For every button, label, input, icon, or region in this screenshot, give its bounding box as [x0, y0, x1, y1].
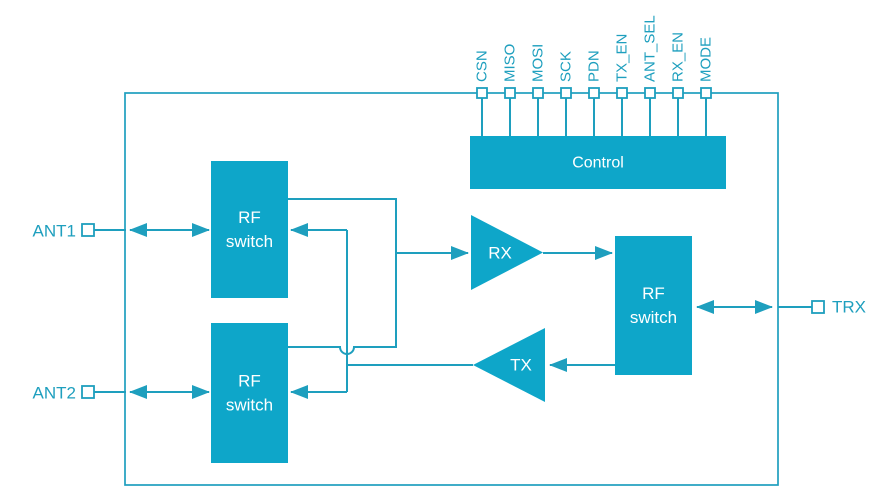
pin-label-csn: CSN: [474, 50, 491, 82]
ant1-pin: [81, 223, 95, 237]
pin-label-sck: SCK: [558, 51, 575, 82]
control-pin-squares: [476, 87, 712, 99]
pin-label-ant-sel: ANT_SEL: [642, 15, 659, 82]
rx-amplifier-triangle: [471, 215, 543, 290]
rf-switch-trx-label-line2: switch: [630, 308, 677, 327]
pin-label-mode: MODE: [698, 37, 715, 82]
pin-sck: [560, 87, 572, 99]
pin-pdn: [588, 87, 600, 99]
trx-pin: [811, 300, 825, 314]
control-pin-labels: CSN MISO MOSI SCK PDN TX_EN ANT_SEL RX_E…: [474, 15, 715, 82]
ant1-label: ANT1: [33, 222, 76, 241]
control-block-label: Control: [572, 155, 624, 172]
pin-miso: [504, 87, 516, 99]
rf-switch-ant1-block: [211, 161, 288, 298]
rx-amplifier-label: RX: [488, 244, 512, 263]
pin-tx-en: [616, 87, 628, 99]
pin-mosi: [532, 87, 544, 99]
chip-boundary: [124, 92, 779, 486]
rf-switch-ant1-label-line1: RF: [238, 208, 261, 227]
wire-switch1-switch2-interconnect: [288, 198, 397, 355]
trx-label: TRX: [832, 298, 866, 317]
rf-switch-trx-block: [615, 236, 692, 375]
pin-label-miso: MISO: [502, 44, 519, 82]
pin-ant-sel: [644, 87, 656, 99]
tx-amplifier-triangle: [473, 328, 545, 402]
pin-csn: [476, 87, 488, 99]
rf-switch-ant2-label-line2: switch: [226, 396, 273, 415]
pin-label-rx-en: RX_EN: [670, 32, 687, 82]
rf-switch-ant2-block: [211, 323, 288, 463]
ant2-label: ANT2: [33, 384, 76, 403]
control-block: [470, 136, 726, 189]
pin-label-mosi: MOSI: [530, 44, 547, 82]
ant2-pin: [81, 385, 95, 399]
rf-switch-trx-label-line1: RF: [642, 284, 665, 303]
pin-rx-en: [672, 87, 684, 99]
rf-switch-ant1-label-line2: switch: [226, 232, 273, 251]
pin-label-tx-en: TX_EN: [614, 34, 631, 82]
tx-amplifier-label: TX: [510, 356, 532, 375]
control-pin-stems: [481, 98, 707, 136]
rf-switch-ant2-label-line1: RF: [238, 372, 261, 391]
pin-label-pdn: PDN: [586, 50, 603, 82]
pin-mode: [700, 87, 712, 99]
